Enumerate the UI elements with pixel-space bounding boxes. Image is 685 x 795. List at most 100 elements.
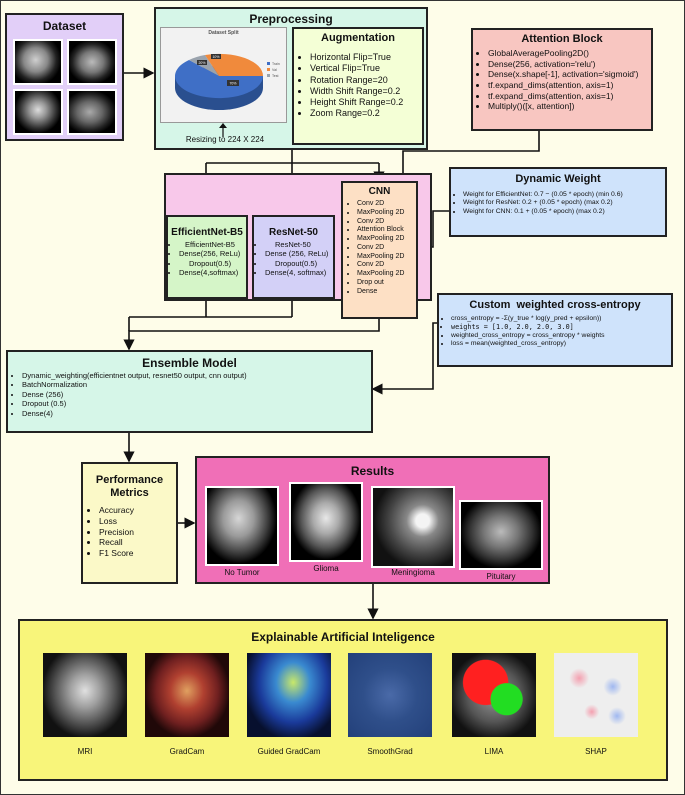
xai-caption: GradCam bbox=[169, 747, 205, 756]
mri-thumbnail bbox=[67, 89, 117, 135]
augmentation-box: Augmentation Horizontal Flip=True Vertic… bbox=[292, 27, 424, 145]
pie-chart: 20% 10% 70% Train Val Test bbox=[175, 53, 280, 110]
ensemble-title: Ensemble Model bbox=[142, 356, 237, 370]
weighted-loss-title: Custom weighted cross-entropy bbox=[469, 299, 641, 311]
results-box: Results No Tumor Glioma Meningioma Pitui… bbox=[195, 456, 550, 584]
efficientnet-item: EfficientNet-B5 bbox=[179, 240, 246, 249]
metrics-item: Accuracy bbox=[99, 505, 176, 516]
attention-list: GlobalAveragePooling2D() Dense(256, acti… bbox=[473, 48, 651, 112]
xai-image-lima bbox=[452, 653, 536, 737]
augmentation-item: Height Shift Range=0.2 bbox=[310, 97, 422, 108]
dynamic-weight-list: Weight for EfficientNet: 0.7 − (0.05 * e… bbox=[451, 191, 665, 216]
cnn-item: MaxPooling 2D bbox=[357, 270, 416, 279]
augmentation-title: Augmentation bbox=[321, 32, 395, 44]
xai-image-mri bbox=[43, 653, 127, 737]
ensemble-item: Dense (256) bbox=[22, 390, 371, 399]
dynamic-weight-item: Weight for CNN: 0.1 + (0.05 * epoch) (ma… bbox=[463, 208, 665, 216]
legend-entry: Train bbox=[272, 62, 280, 66]
cnn-item: Conv 2D bbox=[357, 200, 416, 209]
xai-title: Explainable Artificial Inteligence bbox=[251, 630, 435, 644]
resnet-title: ResNet-50 bbox=[269, 227, 318, 238]
weighted-loss-item: cross_entropy = -Σ(y_true * log(y_pred +… bbox=[451, 315, 671, 323]
result-image-pituitary bbox=[459, 500, 543, 570]
legend-entry: Test bbox=[272, 74, 278, 78]
metrics-item: Loss bbox=[99, 516, 176, 527]
attention-item: Dense(256, activation='relu') bbox=[488, 59, 651, 70]
slice-label: 70% bbox=[229, 82, 236, 86]
augmentation-item: Horizontal Flip=True bbox=[310, 52, 422, 63]
cnn-item: MaxPooling 2D bbox=[357, 253, 416, 262]
weighted-loss-item: loss = mean(weighted_cross_entropy) bbox=[451, 340, 671, 348]
legend-entry: Val bbox=[272, 68, 277, 72]
dataset-title: Dataset bbox=[42, 19, 87, 33]
efficientnet-list: EfficientNet-B5 Dense(256, ReLu) Dropout… bbox=[168, 240, 246, 278]
attention-item: Dense(x.shape[-1], activation='sigmoid') bbox=[488, 69, 651, 80]
weighted-loss-list: cross_entropy = -Σ(y_true * log(y_pred +… bbox=[439, 315, 671, 349]
xai-image-smoothgrad bbox=[348, 653, 432, 737]
resnet-list: ResNet-50 Dense (256, ReLu) Dropout(0.5)… bbox=[254, 240, 333, 278]
augmentation-item: Width Shift Range=0.2 bbox=[310, 86, 422, 97]
xai-box: Explainable Artificial Inteligence MRI G… bbox=[18, 619, 668, 781]
resnet-item: Dropout(0.5) bbox=[265, 259, 333, 268]
dynamic-weight-item: Weight for ResNet: 0.2 + (0.05 * epoch) … bbox=[463, 199, 665, 207]
ensemble-model-box: Ensemble Model Dynamic_weighting(efficie… bbox=[6, 350, 373, 433]
dataset-box: Dataset bbox=[5, 13, 124, 141]
mri-thumbnail bbox=[67, 39, 117, 85]
pie-slice-test bbox=[205, 53, 264, 76]
xai-caption: SmoothGrad bbox=[367, 747, 413, 756]
efficientnet-box: EfficientNet-B5 EfficientNet-B5 Dense(25… bbox=[166, 215, 248, 299]
resnet-box: ResNet-50 ResNet-50 Dense (256, ReLu) Dr… bbox=[252, 215, 335, 299]
slice-label: 10% bbox=[212, 55, 219, 59]
result-caption: Pituitary bbox=[486, 572, 516, 581]
resnet-item: Dense(4, softmax) bbox=[265, 268, 333, 277]
attention-title: Attention Block bbox=[521, 33, 603, 45]
cnn-title: CNN bbox=[368, 186, 391, 197]
weighted-loss-item: weights = [1.0, 2.0, 2.0, 3.0] bbox=[451, 323, 671, 331]
cnn-item: MaxPooling 2D bbox=[357, 235, 416, 244]
pie-slice-val bbox=[189, 55, 219, 76]
cnn-item: Conv 2D bbox=[357, 261, 416, 270]
cnn-item: Conv 2D bbox=[357, 218, 416, 227]
metrics-list: Accuracy Loss Precision Recall F1 Score bbox=[83, 505, 176, 558]
augmentation-item: Zoom Range=0.2 bbox=[310, 108, 422, 119]
cnn-item: Attention Block bbox=[357, 226, 416, 235]
pie-slice-train bbox=[175, 60, 264, 99]
dynamic-weight-box: Dynamic Weight Weight for EfficientNet: … bbox=[449, 167, 667, 237]
weighted-loss-item: weighted_cross_entropy = cross_entropy *… bbox=[451, 332, 671, 340]
xai-image-gradcam bbox=[145, 653, 229, 737]
cnn-item: MaxPooling 2D bbox=[357, 209, 416, 218]
result-image-glioma bbox=[289, 482, 363, 562]
performance-metrics-box: Performance Metrics Accuracy Loss Precis… bbox=[81, 462, 178, 584]
ensemble-item: Dense(4) bbox=[22, 409, 371, 418]
ensemble-item: Dynamic_weighting(efficientnet output, r… bbox=[22, 371, 371, 380]
cnn-list: Conv 2D MaxPooling 2D Conv 2D Attention … bbox=[343, 200, 416, 296]
attention-item: GlobalAveragePooling2D() bbox=[488, 48, 651, 59]
xai-caption: LIMA bbox=[484, 747, 504, 756]
augmentation-item: Rotation Range=20 bbox=[310, 75, 422, 86]
xai-image-shap bbox=[554, 653, 638, 737]
efficientnet-title: EfficientNet-B5 bbox=[171, 227, 243, 238]
xai-caption: MRI bbox=[77, 747, 93, 756]
dataset-split-chart: Dataset Split 20% 10% 70% Train Val Test bbox=[160, 27, 287, 123]
efficientnet-item: Dropout(0.5) bbox=[179, 259, 246, 268]
preprocessing-box: Preprocessing Dataset Split 20% 10% 70% … bbox=[154, 7, 428, 150]
slice-label: 20% bbox=[198, 61, 205, 65]
metrics-item: Recall bbox=[99, 537, 176, 548]
result-caption: No Tumor bbox=[224, 568, 260, 577]
cnn-item: Conv 2D bbox=[357, 244, 416, 253]
dynamic-weight-title: Dynamic Weight bbox=[515, 173, 601, 185]
dynamic-weight-item: Weight for EfficientNet: 0.7 − (0.05 * e… bbox=[463, 191, 665, 199]
chart-title: Dataset Split bbox=[208, 30, 239, 36]
resnet-item: Dense (256, ReLu) bbox=[265, 249, 333, 258]
xai-caption: SHAP bbox=[585, 747, 607, 756]
metrics-item: F1 Score bbox=[99, 548, 176, 559]
mri-thumbnail bbox=[13, 89, 63, 135]
results-title: Results bbox=[350, 464, 395, 478]
metrics-item: Precision bbox=[99, 527, 176, 538]
augmentation-list: Horizontal Flip=True Vertical Flip=True … bbox=[294, 52, 422, 120]
up-arrow-icon bbox=[219, 123, 227, 137]
attention-item: tf.expand_dims(attention, axis=1) bbox=[488, 91, 651, 102]
xai-caption: Guided GradCam bbox=[257, 747, 321, 756]
result-caption: Glioma bbox=[313, 564, 339, 573]
